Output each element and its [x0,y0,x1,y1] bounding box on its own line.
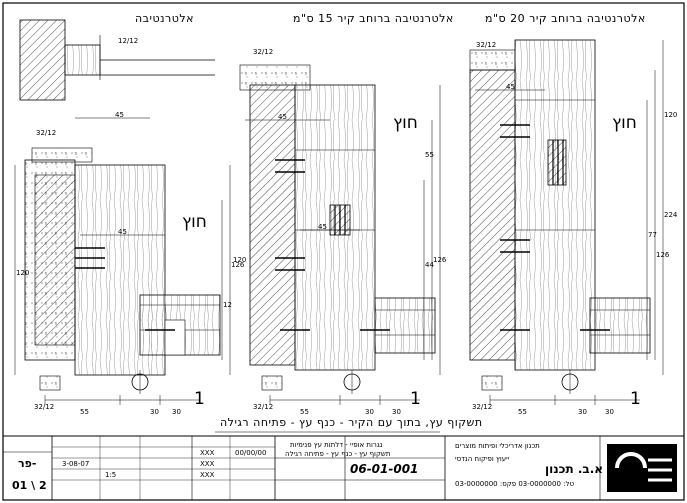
company-line-3: טל: 03-0000000 פקס: 03-0000000 [455,480,575,488]
section-1-number: 1 [194,389,205,409]
dim-label: 55 [518,408,527,416]
sheet-page: 01 \ 2 [12,479,47,492]
dim-label: 12 [223,301,232,309]
drawing-description-2: תשקוף עץ - כנף עץ - פתיחה רגילה [285,450,391,458]
scale: 1:5 [105,471,117,479]
dim-label: 224 [664,211,678,219]
dim-label: 55 [300,408,309,416]
dim-label: 45 [318,223,327,231]
dim-label: 120 [233,256,247,264]
dim-label: 126 [231,261,245,269]
dim-label: 30 [150,408,159,416]
date-2: 3-08-07 [62,460,90,468]
dim-label: 120 [16,269,30,277]
dim-label: 30 [578,408,587,416]
section-1-title: אלטרנטיבה [135,12,194,25]
dim-label: 12/12 [118,37,139,45]
dim-label: 30 [365,408,374,416]
dim-label: 45 [118,228,127,236]
dim-label: 30 [172,408,181,416]
drawing-description-1: נגרות אופיי - דלתות עץ פנימיות [290,441,383,449]
company-line-2: ייעוץ ופיקוח הנדסי [455,455,510,463]
dim-label: 45 [278,113,287,121]
dim-label: 32/12 [34,403,55,411]
section-1-drawing [14,19,231,405]
placeholder-1: XXX [200,449,215,457]
section-3-number: 1 [630,389,641,409]
drawing-number: 06-01-001 [350,462,419,476]
section-3-outside-label: חוץ [612,113,637,133]
dim-label: 126 [656,251,670,259]
dim-label: 30 [605,408,614,416]
dim-label: 120 [664,111,678,119]
company-line-1: תכנון אדריכלי ופיתוח מוצרים [455,442,540,450]
placeholder-3: XXX [200,471,215,479]
dim-label: 30 [392,408,401,416]
dim-label: 32/12 [36,129,57,137]
placeholder-2: XXX [200,460,215,468]
dim-label: 32/12 [476,41,497,49]
section-1-outside-label: חוץ [182,212,207,232]
section-3-title: אלטרנטיבה ברוחב קיר 20 ס"מ [485,12,646,25]
section-2-outside-label: חוץ [393,113,418,133]
dim-label: 126 [433,256,447,264]
sheet-code: פר- [18,457,37,470]
dim-label: 32/12 [253,403,274,411]
section-2-drawing [239,64,441,405]
dim-label: 55 [80,408,89,416]
section-2-title: אלטרנטיבה ברוחב קיר 15 ס"מ [293,12,454,25]
dim-label: 32/12 [253,48,274,56]
title-block [2,435,685,501]
dim-label: 55 [425,151,434,159]
dim-label: 44 [425,261,434,269]
dim-label: 32/12 [472,403,493,411]
dim-label: 45 [506,83,515,91]
company-name: א.ב. תכנון [545,462,604,476]
drawing-caption: תשקוף עץ, בתוך עם הקיר - כנף עץ - פתיחה … [220,416,483,429]
date-1: 00/00/00 [235,449,267,457]
section-3-drawing [469,39,664,405]
dim-label: 77 [648,231,657,239]
dim-label: 45 [115,111,124,119]
section-2-number: 1 [410,389,421,409]
